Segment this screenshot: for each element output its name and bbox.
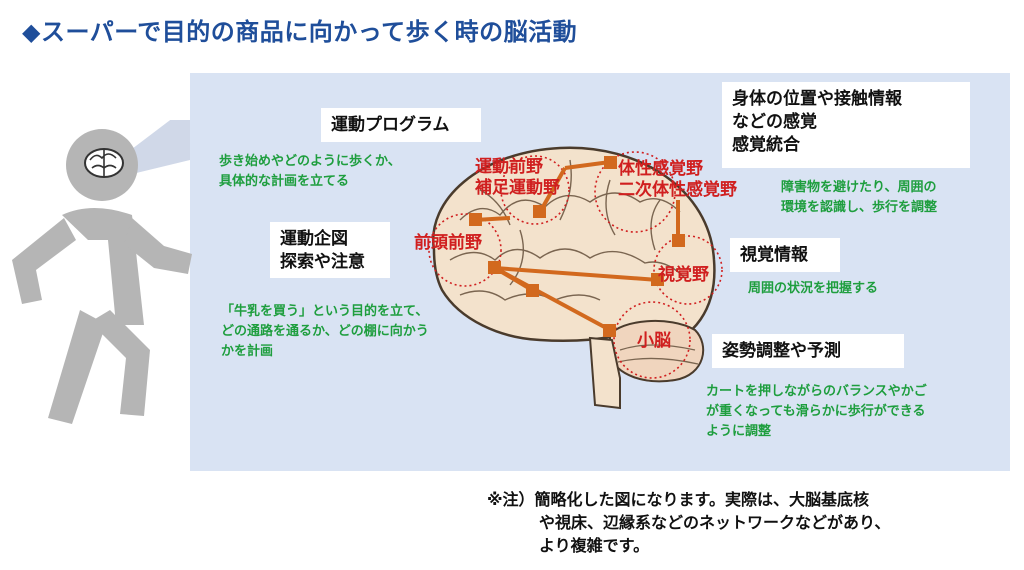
visual-area-label: 視覚野 [658, 265, 709, 285]
somatosensory-area-label: 体性感覚野 二次体性感覚野 [618, 159, 737, 200]
brain-icon [84, 148, 124, 178]
cerebellum-label: 小脳 [637, 331, 671, 351]
page-title: ◆スーパーで目的の商品に向かって歩く時の脳活動 [22, 18, 578, 46]
posture-box: 姿勢調整や予測 [712, 334, 904, 368]
premotor-label: 運動前野 補足運動野 [475, 157, 560, 198]
somatosensory-region [594, 151, 676, 233]
person-walking-icon [12, 120, 192, 424]
cerebellum-shape [609, 319, 705, 383]
footnote: ※注）簡略化した図になります。実際は、大脳基底核 や視床、辺縁系などのネットワー… [487, 490, 891, 555]
motor-planning-box: 運動企図 探索や注意 [270, 222, 390, 278]
cerebellum-description: カートを押しながらのバランスやかご が重くなっても滑らかに歩行ができる ように調… [706, 384, 927, 439]
brain-illustration [428, 146, 723, 410]
visual-region [653, 235, 723, 305]
cerebellum-region [613, 301, 691, 379]
premotor-region [500, 155, 570, 225]
motor-program-description: 歩き始めやどのように歩くか、 具体的な計画を立てる [219, 154, 401, 189]
motor-program-box: 運動プログラム [321, 108, 481, 142]
prefrontal-label: 前頭前野 [414, 233, 482, 253]
visual-info-box: 視覚情報 [730, 238, 840, 272]
visual-description: 周囲の状況を把握する [748, 281, 879, 296]
prefrontal-description: 「牛乳を買う」という目的を立て、 どの通路を通るか、どの棚に向かう かを計画 [221, 304, 429, 359]
somatosensory-description: 障害物を避けたり、周囲の 環境を認識し、歩行を調整 [781, 180, 938, 215]
brainstem-shape [588, 336, 621, 410]
prefrontal-region [428, 213, 502, 287]
somatosensory-box: 身体の位置や接触情報 などの感覚 感覚統合 [722, 82, 970, 168]
